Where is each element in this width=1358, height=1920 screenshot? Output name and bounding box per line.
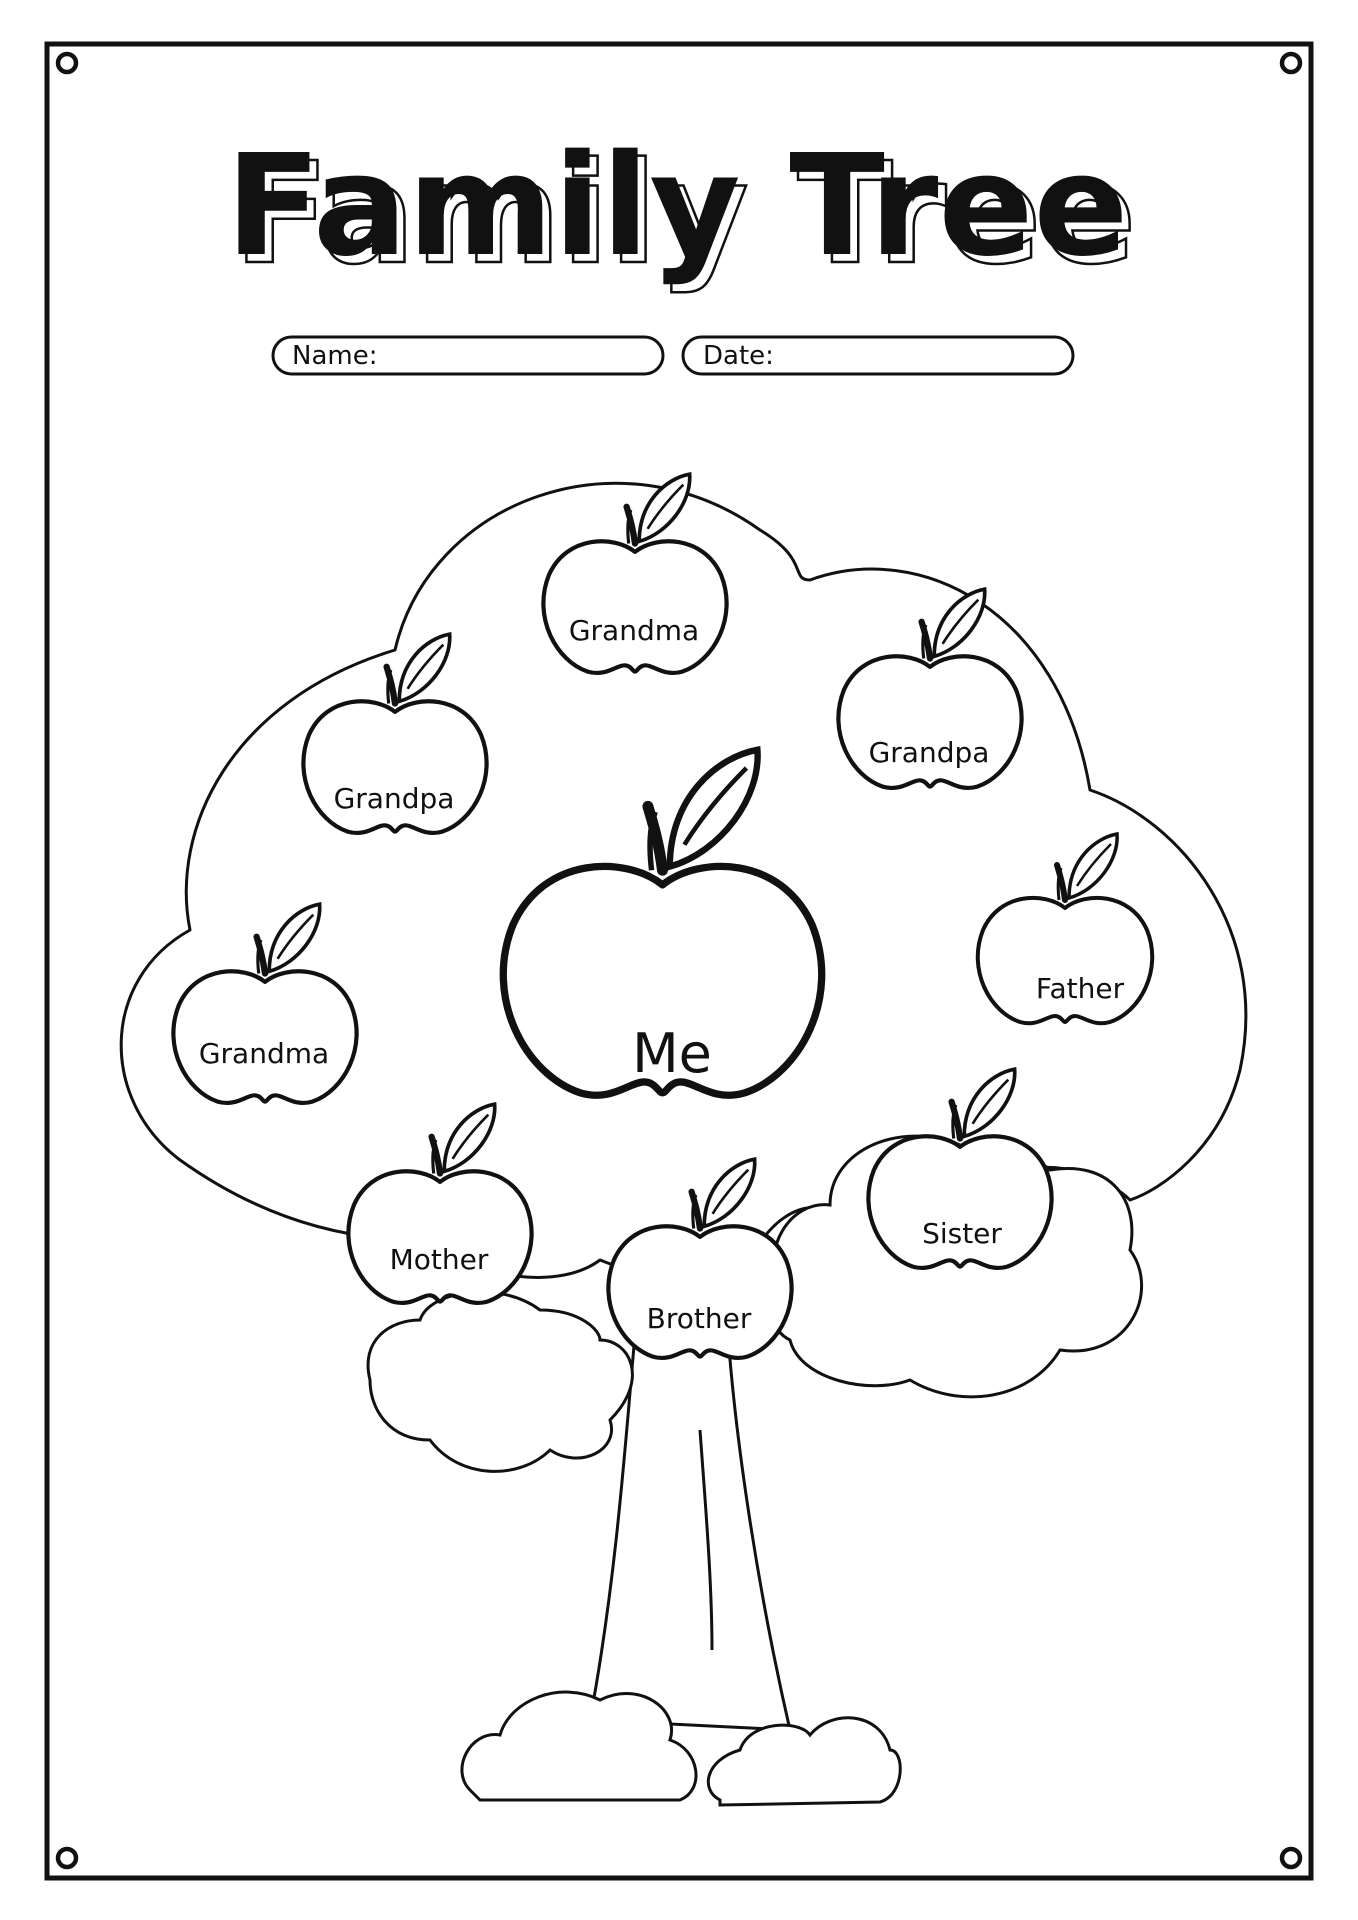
apple-father: Father (978, 834, 1152, 1023)
worksheet-title-shadow: Family Tree (234, 133, 1137, 296)
canopy-cloud-left (366, 1290, 634, 1473)
worksheet-title: Family Tree (226, 125, 1129, 288)
apple-grandpa-left: Grandpa (303, 634, 486, 833)
svg-text:Grandpa: Grandpa (869, 736, 990, 769)
page-border (44, 41, 1314, 1881)
apple-brother: Brother (608, 1159, 791, 1358)
apple-mother: Mother (348, 1104, 531, 1303)
apple-sister: Sister (868, 1069, 1051, 1268)
svg-text:Grandma: Grandma (569, 614, 699, 647)
ground-cloud-right (706, 1716, 902, 1807)
svg-text:Brother: Brother (647, 1302, 752, 1335)
svg-text:Sister: Sister (922, 1217, 1002, 1250)
date-field-label: Date: (703, 341, 774, 371)
apple-grandma-top: Grandma (543, 474, 726, 673)
ground-cloud-left (460, 1690, 698, 1802)
svg-text:Me: Me (632, 1022, 712, 1085)
svg-text:Mother: Mother (390, 1243, 489, 1276)
name-field-label: Name: (292, 341, 377, 371)
svg-text:Father: Father (1036, 972, 1125, 1005)
apple-me: Me (503, 750, 821, 1095)
apple-grandpa-right: Grandpa (838, 589, 1021, 788)
svg-text:Grandma: Grandma (199, 1037, 329, 1070)
apple-grandma-left: Grandma (173, 904, 356, 1103)
corner-rings (55, 51, 1303, 1870)
svg-text:Grandpa: Grandpa (334, 782, 455, 815)
name-field[interactable] (271, 335, 665, 376)
date-field[interactable] (681, 335, 1075, 376)
